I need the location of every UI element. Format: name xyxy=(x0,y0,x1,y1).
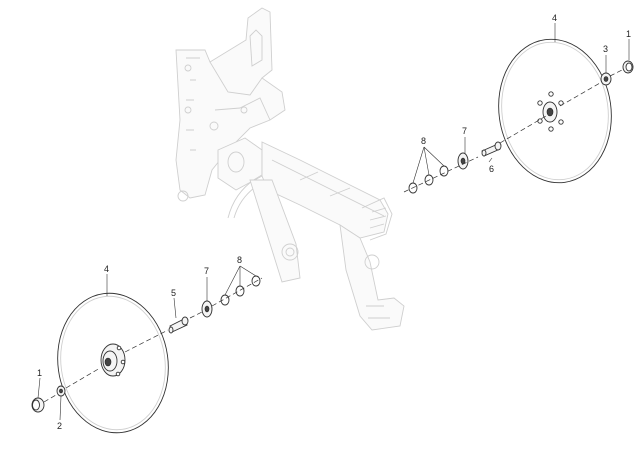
callout-labels: 1 3 4 7 8 6 8 7 4 5 1 2 xyxy=(37,13,631,431)
callout-2-left: 2 xyxy=(57,421,62,431)
callout-3-right: 3 xyxy=(603,44,608,54)
callout-7-right: 7 xyxy=(462,126,467,136)
callout-4-left: 4 xyxy=(104,264,109,274)
callout-8-left: 8 xyxy=(237,255,242,265)
left-seal-b xyxy=(235,285,245,297)
right-disc-assembly xyxy=(403,38,634,194)
frame-assembly xyxy=(175,7,405,331)
callout-5-left: 5 xyxy=(171,288,176,298)
callout-1-right: 1 xyxy=(626,29,631,39)
callout-1-left: 1 xyxy=(37,368,42,378)
callout-8-right: 8 xyxy=(421,136,426,146)
callout-leaders xyxy=(37,23,630,421)
callout-7-left: 7 xyxy=(204,266,209,276)
callout-6-right: 6 xyxy=(489,164,494,174)
callout-4-right: 4 xyxy=(552,13,557,23)
left-disc-assembly xyxy=(31,275,263,434)
